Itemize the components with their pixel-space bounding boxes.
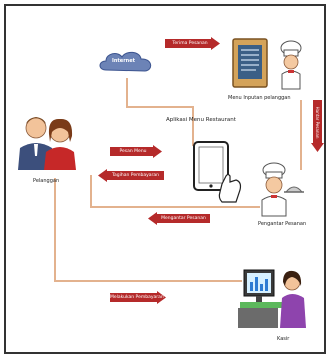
connector-pelanggan-right (90, 175, 92, 208)
pelanggan-label: Pelanggan (33, 178, 60, 184)
arrow-melakukan-pembayaran: Melakukan Pembayaran (110, 291, 166, 304)
pengantar-label: Pengantar Pesanan (258, 221, 307, 227)
connector-to-kasir (54, 280, 242, 282)
arrow-tagihan-pembayaran-label: Tagihan Pembayaran (112, 173, 159, 178)
arrow-pesan-menu: Pesan Menu (110, 145, 162, 158)
arrow-hantar-pesanan-label: Hantar Pesanan (315, 106, 320, 139)
arrow-terima-pesanan-label: Terima Pesanan (172, 41, 208, 46)
tablet-icon (193, 141, 242, 203)
arrow-melakukan-pembayaran-label: Melakukan Pembayaran (110, 295, 164, 300)
internet-cloud-icon (99, 51, 152, 72)
kasir-icon (238, 269, 306, 328)
arrow-terima-pesanan: Terima Pesanan (165, 37, 220, 50)
kasir-label: Kasir (277, 336, 290, 342)
chef-icon (280, 40, 302, 90)
connector-pelanggan-pengantar (90, 206, 260, 208)
menu-inputan-label: Menu Inputan pelanggan (228, 95, 291, 101)
connector-internet-down (126, 78, 128, 108)
connector-internet-to-tablet (126, 106, 194, 108)
pengantar-chef-icon (261, 162, 304, 217)
connector-menu-down (300, 100, 302, 170)
menu-screen-icon (232, 38, 268, 88)
connector-tablet-down (192, 106, 194, 146)
aplikasi-label: Aplikasi Menu Restaurant (166, 117, 236, 123)
internet-label: Internet (112, 58, 136, 64)
arrow-tagihan-pembayaran: Tagihan Pembayaran (98, 169, 164, 182)
pelanggan-icon (18, 117, 76, 170)
arrow-mengantar-pesanan-label: Mengantar Pesanan (161, 216, 206, 221)
arrow-pesan-menu-label: Pesan Menu (119, 149, 147, 154)
arrow-mengantar-pesanan: Mengantar Pesanan (148, 212, 210, 225)
connector-pelanggan-down (54, 178, 56, 282)
arrow-hantar-pesanan: Hantar Pesanan (311, 100, 324, 152)
